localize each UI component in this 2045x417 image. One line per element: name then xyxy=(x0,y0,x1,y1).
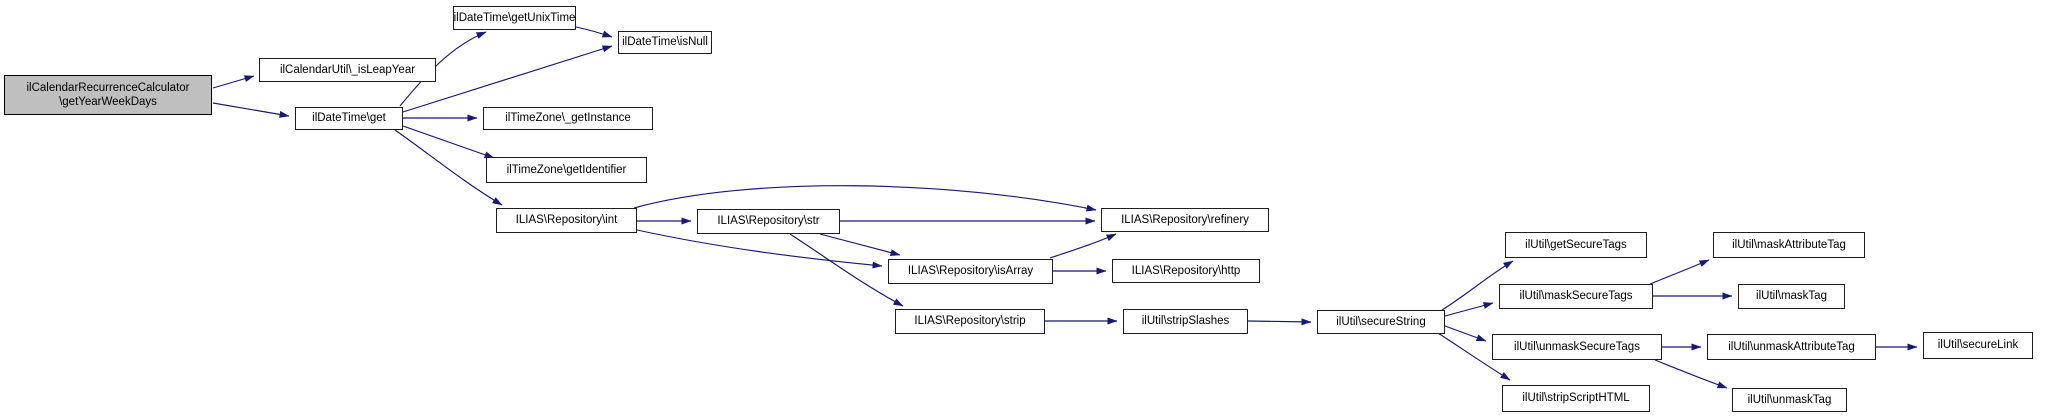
edge-secureString-to-getSecureTags xyxy=(1441,260,1514,311)
graph-node-stripSlashes[interactable]: ilUtil\stripSlashes xyxy=(1123,309,1248,334)
edge-str-to-isArray xyxy=(819,233,901,256)
edge-getYearWeekDays-to-isLeapYear xyxy=(212,75,255,89)
graph-node-secureLink[interactable]: ilUtil\secureLink xyxy=(1923,332,2033,359)
graph-node-str[interactable]: ILIAS\Repository\str xyxy=(697,209,840,234)
graph-node-refinery[interactable]: ILIAS\Repository\refinery xyxy=(1101,208,1269,232)
graph-node-stripScriptHTML[interactable]: ilUtil\stripScriptHTML xyxy=(1502,385,1650,412)
graph-node-get[interactable]: ilDateTime\get xyxy=(295,107,403,130)
edge-maskSecureTags-to-maskAttributeTag xyxy=(1649,259,1710,285)
edge-int-to-isArray xyxy=(636,229,883,269)
graph-node-unmaskTag[interactable]: ilUtil\unmaskTag xyxy=(1732,388,1847,412)
edge-getYearWeekDays-to-get xyxy=(212,102,290,118)
edge-get-to-isNull xyxy=(402,45,613,113)
graph-node-unmaskAttributeTag[interactable]: ilUtil\unmaskAttributeTag xyxy=(1707,334,1876,360)
graph-node-http[interactable]: ILIAS\Repository\http xyxy=(1112,259,1260,283)
edge-str-to-strip xyxy=(789,233,904,307)
edge-secureString-to-maskSecureTags xyxy=(1444,302,1494,317)
edge-get-to-int xyxy=(394,129,503,206)
edge-stripSlashes-to-secureString xyxy=(1247,318,1312,326)
graph-node-maskTag[interactable]: ilUtil\maskTag xyxy=(1738,284,1845,309)
graph-node-int[interactable]: ILIAS\Repository\int xyxy=(496,208,637,233)
graph-node-maskSecureTags[interactable]: ilUtil\maskSecureTags xyxy=(1499,284,1653,309)
edge-secureString-to-stripScriptHTML xyxy=(1437,332,1511,381)
edge-secureString-to-unmaskSecureTags xyxy=(1444,325,1487,342)
edge-int-to-refinery xyxy=(633,185,1097,212)
edge-unmaskSecureTags-to-unmaskTag xyxy=(1654,359,1728,389)
graph-node-getInstance[interactable]: ilTimeZone\_getInstance xyxy=(483,107,653,130)
edge-get-to-getUnixTime xyxy=(399,31,487,107)
graph-node-isLeapYear[interactable]: ilCalendarUtil\_isLeapYear xyxy=(259,58,436,82)
graph-node-isNull[interactable]: ilDateTime\isNull xyxy=(618,31,712,54)
graph-node-maskAttributeTag[interactable]: ilUtil\maskAttributeTag xyxy=(1713,232,1865,258)
edge-isArray-to-refinery xyxy=(1049,233,1117,259)
graph-node-getYearWeekDays: ilCalendarRecurrenceCalculator \getYearW… xyxy=(4,75,212,115)
graph-node-secureString[interactable]: ilUtil\secureString xyxy=(1317,310,1445,334)
graph-node-getSecureTags[interactable]: ilUtil\getSecureTags xyxy=(1505,232,1647,258)
graph-node-isArray[interactable]: ILIAS\Repository\isArray xyxy=(888,259,1053,284)
graph-node-getUnixTime[interactable]: ilDateTime\getUnixTime xyxy=(453,6,576,30)
edge-get-to-getIdentifier xyxy=(402,125,495,159)
graph-node-getIdentifier[interactable]: ilTimeZone\getIdentifier xyxy=(486,157,647,183)
graph-node-unmaskSecureTags[interactable]: ilUtil\unmaskSecureTags xyxy=(1492,334,1662,360)
edge-getUnixTime-to-isNull xyxy=(575,26,613,38)
graph-node-strip[interactable]: ILIAS\Repository\strip xyxy=(895,309,1045,334)
